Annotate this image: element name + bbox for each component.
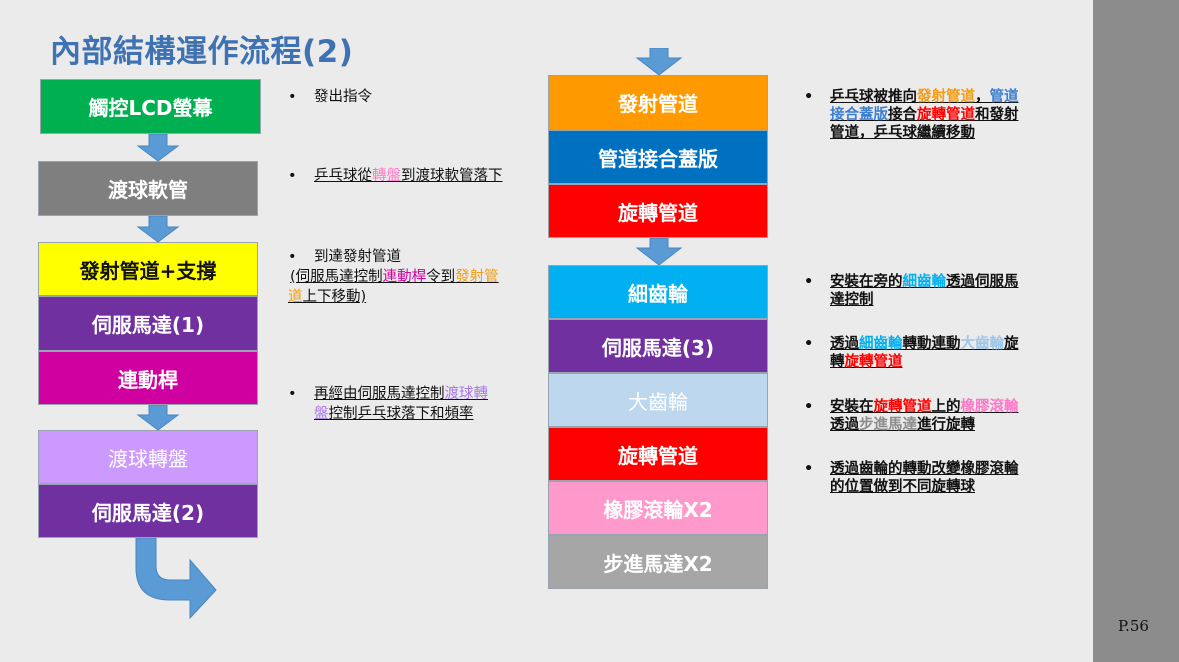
note-text: 道上下移動) [288, 289, 367, 305]
note-text: 再經由伺服馬達控制渡球轉 [314, 386, 488, 402]
bullet-icon: • [288, 168, 297, 184]
box-launch-tube: 發射管道 [548, 75, 768, 130]
down-arrow-icon [136, 405, 180, 431]
box-servo-2: 伺服馬達(2) [38, 484, 258, 538]
note-text: 乒乓球被推向發射管道，管道 [830, 89, 1019, 105]
bullet-icon: • [804, 399, 814, 415]
box-rotating-tube-2: 旋轉管道 [548, 427, 768, 481]
page-number: P.56 [1118, 617, 1149, 635]
box-ball-turntable: 渡球轉盤 [38, 430, 258, 484]
box-rubber-roller: 橡膠滾輪X2 [548, 481, 768, 535]
note-text: 的位置做到不同旋轉球 [830, 479, 975, 495]
bullet-icon: • [288, 249, 297, 265]
note-text: 達控制 [830, 292, 874, 308]
box-rotating-tube-1: 旋轉管道 [548, 184, 768, 238]
bullet-icon: • [288, 386, 297, 402]
note-text: 透過齒輪的轉動改變橡膠滾輪 [830, 461, 1019, 477]
note-text: (伺服馬達控制連動桿令到發射管 [290, 269, 499, 285]
box-stepper-motor: 步進馬達X2 [548, 535, 768, 589]
down-arrow-icon [136, 216, 180, 243]
box-small-gear: 細齒輪 [548, 265, 768, 319]
note-text: 接合蓋版接合旋轉管道和發射 [830, 107, 1019, 123]
note-text: 管道，乒乓球繼續移動 [830, 125, 975, 141]
bullet-icon: • [804, 89, 814, 105]
down-arrow-icon [635, 48, 683, 76]
bullet-icon: • [804, 336, 814, 352]
side-bar [1093, 0, 1179, 662]
note-text: 透過步進馬達進行旋轉 [830, 417, 975, 433]
down-arrow-icon [136, 134, 180, 162]
box-tube-joint-cover: 管道接合蓋版 [548, 130, 768, 184]
bent-arrow-icon [135, 538, 217, 620]
note-text: 安裝在旋轉管道上的橡膠滾輪 [830, 399, 1019, 415]
box-servo-3: 伺服馬達(3) [548, 319, 768, 373]
box-launch-tube-support: 發射管道+支撐 [38, 242, 258, 296]
note-text: 到達發射管道 [314, 249, 401, 265]
box-servo-1: 伺服馬達(1) [38, 296, 258, 351]
box-large-gear: 大齒輪 [548, 373, 768, 427]
bullet-icon: • [288, 89, 297, 105]
note-text: 轉旋轉管道 [830, 354, 903, 370]
down-arrow-icon [635, 238, 683, 266]
note-text: 乒乓球從轉盤到渡球軟管落下 [314, 168, 503, 184]
box-touch-lcd: 觸控LCD螢幕 [40, 79, 261, 134]
bullet-icon: • [804, 274, 814, 290]
note-text: 透過細齒輪轉動連動大齒輪旋 [830, 336, 1019, 352]
box-linkage-rod: 連動桿 [38, 351, 258, 405]
note-text: 發出指令 [314, 89, 372, 105]
page-title: 內部結構運作流程(2) [50, 34, 354, 70]
bullet-icon: • [804, 461, 814, 477]
box-ball-hose: 渡球軟管 [38, 161, 258, 216]
note-text: 安裝在旁的細齒輪透過伺服馬 [830, 274, 1019, 290]
note-text: 盤控制乒乓球落下和頻率 [314, 406, 474, 422]
